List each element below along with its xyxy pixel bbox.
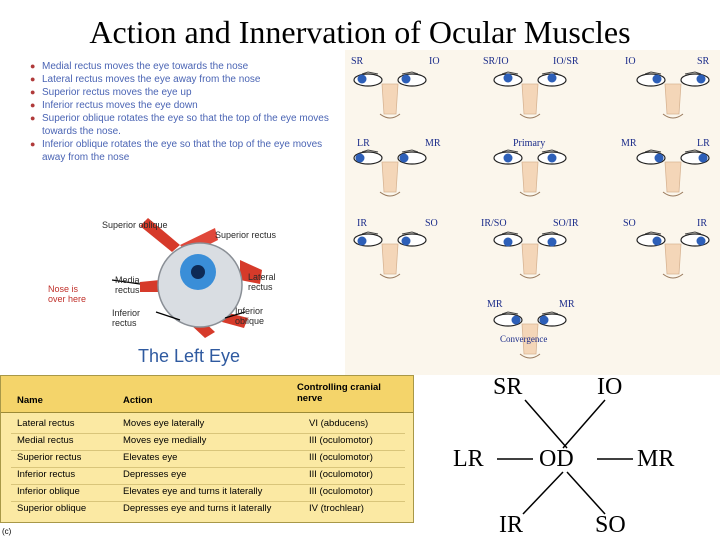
gaze-label: SO/IR bbox=[553, 218, 579, 229]
od-label-mr: MR bbox=[637, 446, 675, 472]
od-label-sr: SR bbox=[493, 374, 523, 400]
od-muscle-diagram: SR IO LR OD MR IR SO bbox=[445, 372, 720, 540]
slide-title: Action and Innervation of Ocular Muscles bbox=[89, 14, 631, 50]
header-nerve: Controlling cranial nerve bbox=[297, 382, 381, 404]
illustration-caption: The Left Eye bbox=[138, 346, 241, 366]
gaze-label: SO bbox=[425, 218, 438, 229]
table-cell-nerve: III (oculomotor) bbox=[309, 452, 373, 463]
od-label-so: SO bbox=[595, 512, 626, 538]
gaze-label: MR bbox=[621, 138, 637, 149]
table-cell-action: Elevates eye bbox=[123, 452, 178, 463]
od-label-io: IO bbox=[597, 374, 623, 400]
label-lateral-rectus: Lateral rectus bbox=[248, 272, 276, 292]
table-cell-action: Moves eye medially bbox=[123, 435, 207, 446]
label-superior-oblique: Superior oblique bbox=[102, 220, 168, 230]
left-eye-illustration: Superior oblique Superior rectus Media r… bbox=[40, 200, 340, 375]
table-cell-nerve: IV (trochlear) bbox=[309, 503, 364, 514]
list-item: ●Inferior rectus moves the eye down bbox=[30, 100, 198, 111]
table-cell-action: Moves eye laterally bbox=[123, 418, 205, 429]
gaze-label: LR bbox=[697, 138, 710, 149]
od-label-ir: IR bbox=[499, 512, 523, 538]
figure-label: (c) bbox=[2, 527, 12, 536]
bullet-icon: ● bbox=[30, 61, 36, 71]
header-action: Action bbox=[123, 395, 153, 406]
table-cell-name: Medial rectus bbox=[17, 435, 74, 446]
gaze-label: IR bbox=[697, 218, 707, 229]
gaze-position-grid: SR IO SR/IO IO/SR IO SR LR MR Primary MR… bbox=[345, 50, 720, 375]
table-header bbox=[1, 376, 413, 413]
gaze-label: MR bbox=[559, 299, 575, 310]
label-superior-rectus: Superior rectus bbox=[215, 230, 277, 240]
row-divider bbox=[11, 484, 405, 485]
table-cell-nerve: III (oculomotor) bbox=[309, 435, 373, 446]
bullet-icon: ● bbox=[30, 139, 36, 149]
table-cell-name: Superior rectus bbox=[17, 452, 82, 463]
gaze-label: IO/SR bbox=[553, 56, 579, 67]
table-cell-name: Lateral rectus bbox=[17, 418, 75, 429]
row-divider bbox=[11, 467, 405, 468]
gaze-label: MR bbox=[487, 299, 503, 310]
table-cell-nerve: VI (abducens) bbox=[309, 418, 369, 429]
list-item: ●Inferior oblique rotates the eye so tha… bbox=[30, 139, 323, 163]
gaze-label: SO bbox=[623, 218, 636, 229]
gaze-label: Primary bbox=[513, 138, 546, 149]
label-inferior-rectus: Inferior rectus bbox=[112, 308, 141, 328]
bullet-icon: ● bbox=[30, 113, 36, 123]
list-item: ●Superior rectus moves the eye up bbox=[30, 87, 192, 98]
table-cell-action: Depresses eye bbox=[123, 469, 187, 480]
bullet-icon: ● bbox=[30, 74, 36, 84]
list-item: ●Medial rectus moves the eye towards the… bbox=[30, 61, 249, 72]
list-item: ●Superior oblique rotates the eye so tha… bbox=[30, 113, 329, 137]
table-cell-nerve: III (oculomotor) bbox=[309, 486, 373, 497]
table-cell-action: Elevates eye and turns it laterally bbox=[123, 486, 263, 497]
od-label-center: OD bbox=[539, 446, 574, 472]
gaze-label: SR/IO bbox=[483, 56, 509, 67]
row-divider bbox=[11, 450, 405, 451]
table-cell-action: Depresses eye and turns it laterally bbox=[123, 503, 272, 514]
gaze-label: LR bbox=[357, 138, 370, 149]
row-divider bbox=[11, 433, 405, 434]
od-label-lr: LR bbox=[453, 446, 484, 472]
row-divider bbox=[11, 501, 405, 502]
table-cell-name: Inferior oblique bbox=[17, 486, 80, 497]
header-name: Name bbox=[17, 395, 43, 406]
gaze-label: MR bbox=[425, 138, 441, 149]
cranial-nerve-table: Name Action Controlling cranial nerve La… bbox=[0, 375, 414, 523]
eyeball-icon bbox=[111, 218, 262, 338]
list-item: ●Lateral rectus moves the eye away from … bbox=[30, 74, 261, 85]
gaze-label: IR bbox=[357, 218, 367, 229]
od-lines-icon bbox=[497, 399, 633, 515]
table-cell-nerve: III (oculomotor) bbox=[309, 469, 373, 480]
bullet-icon: ● bbox=[30, 87, 36, 97]
gaze-label: SR bbox=[697, 56, 710, 67]
convergence-label: Convergence bbox=[500, 334, 548, 344]
label-nose-note: Nose is over here bbox=[48, 284, 87, 304]
bullet-icon: ● bbox=[30, 100, 36, 110]
gaze-label: IO bbox=[625, 56, 636, 67]
table-cell-name: Inferior rectus bbox=[17, 469, 76, 480]
gaze-label: SR bbox=[351, 56, 364, 67]
gaze-label: IO bbox=[429, 56, 440, 67]
gaze-faces-icon bbox=[353, 71, 710, 359]
label-inferior-oblique: Inferior oblique bbox=[235, 306, 265, 326]
muscle-action-list: ●Medial rectus moves the eye towards the… bbox=[30, 60, 340, 164]
table-cell-name: Superior oblique bbox=[17, 503, 87, 514]
label-media-rectus: Media rectus bbox=[115, 275, 140, 295]
gaze-label: IR/SO bbox=[481, 218, 507, 229]
